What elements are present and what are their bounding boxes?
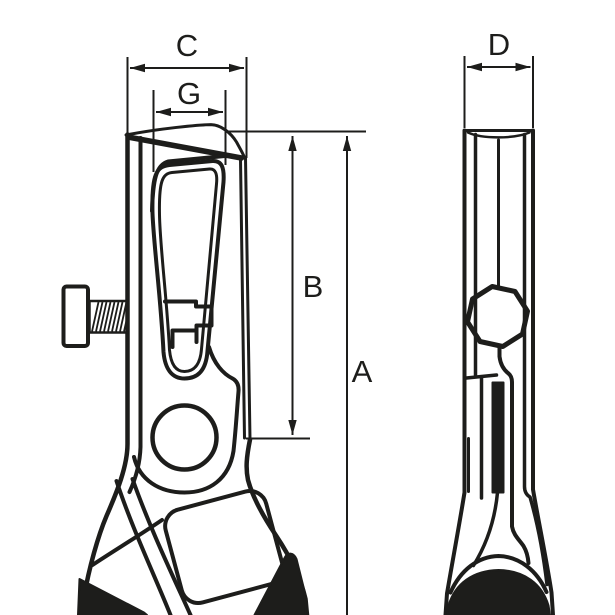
pivot-nut-octagon	[465, 284, 530, 349]
slider-mechanism	[163, 299, 214, 349]
front-left-outer-edge	[79, 132, 130, 615]
side-grip-dome	[446, 569, 551, 615]
side-grip-arc	[448, 554, 549, 595]
window-inner	[157, 167, 219, 373]
thumb-rest-panel	[163, 488, 285, 606]
side-right-outer-edge	[531, 128, 555, 615]
blade-strip-inner	[239, 157, 246, 440]
dimension-label-a: A	[352, 354, 373, 389]
side-linkage-contour	[497, 345, 531, 565]
front-left-inner-edge	[127, 136, 143, 494]
side-slot-tail	[471, 490, 500, 568]
front-view	[61, 123, 310, 615]
handle-crease-left	[114, 479, 173, 615]
pivot-circle	[150, 403, 219, 472]
dimension-b: B	[228, 130, 366, 440]
grip-pad-left	[77, 578, 148, 615]
screw-thread-hatching	[91, 301, 129, 332]
adjustment-screw	[61, 284, 129, 348]
blade-strip-outer	[244, 156, 252, 441]
dimension-c: C	[126, 28, 248, 158]
dimension-g: G	[152, 76, 227, 172]
handle-crease-right	[130, 477, 193, 615]
dimension-a: A	[342, 136, 373, 615]
front-top-edge	[124, 123, 246, 159]
window-outer	[150, 159, 226, 381]
side-right-inner-edge	[522, 132, 549, 587]
grip-boundary-left	[90, 518, 164, 567]
dimension-label-g: G	[177, 76, 201, 111]
screw-head	[61, 284, 90, 348]
dimension-d: D	[463, 27, 534, 128]
pivot-boss-contour	[132, 345, 241, 495]
dimension-label-c: C	[176, 28, 198, 63]
dimension-label-b: B	[303, 269, 324, 304]
side-slot	[491, 381, 505, 494]
side-left-outer-edge	[443, 128, 467, 615]
grip-pad-right	[253, 552, 307, 615]
screw-shaft-outline	[87, 299, 129, 334]
side-view	[443, 128, 555, 615]
dimension-label-d: D	[488, 27, 510, 62]
